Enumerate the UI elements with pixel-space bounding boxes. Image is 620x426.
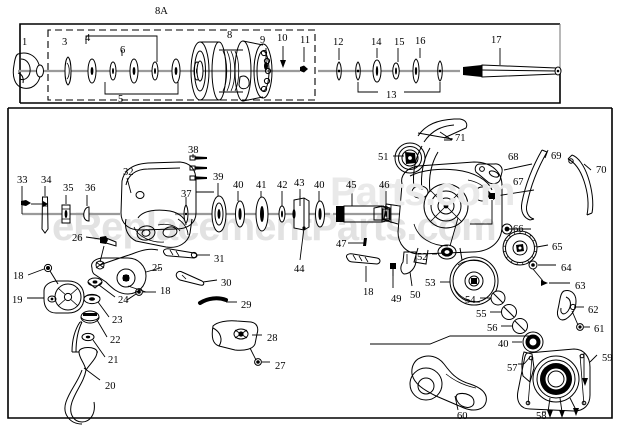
callout-40[interactable]: 40 (498, 339, 509, 350)
callout-20[interactable]: 20 (105, 381, 116, 392)
callout-36[interactable]: 36 (85, 183, 96, 194)
callout-14[interactable]: 14 (371, 37, 382, 48)
callout-69[interactable]: 69 (551, 151, 562, 162)
callout-39[interactable]: 39 (213, 172, 224, 183)
callout-13[interactable]: 13 (386, 90, 397, 101)
callout-67[interactable]: 67 (513, 177, 524, 188)
callout-10[interactable]: 10 (277, 33, 288, 44)
watermark-text: eReplacementParts.com (52, 205, 497, 249)
callout-4[interactable]: 4 (85, 33, 91, 44)
callout-42[interactable]: 42 (277, 180, 288, 191)
callout-21[interactable]: 21 (108, 355, 119, 366)
callout-17[interactable]: 17 (491, 35, 502, 46)
callout-18[interactable]: 18 (13, 271, 24, 282)
watermark-text-2: Parts.com (330, 170, 515, 214)
callout-53[interactable]: 53 (425, 278, 436, 289)
callout-61[interactable]: 61 (594, 324, 605, 335)
callout-29[interactable]: 29 (241, 300, 252, 311)
callout-33[interactable]: 33 (17, 175, 28, 186)
callout-19[interactable]: 19 (12, 295, 23, 306)
callout-59[interactable]: 59 (602, 353, 613, 364)
callout-1[interactable]: 1 (22, 37, 28, 48)
callout-3[interactable]: 3 (62, 37, 68, 48)
callout-8[interactable]: 8 (227, 30, 233, 41)
callout-38[interactable]: 38 (188, 145, 199, 156)
callout-37[interactable]: 37 (181, 189, 192, 200)
callout-6[interactable]: 6 (120, 45, 126, 56)
callout-18[interactable]: 18 (363, 287, 374, 298)
callout-66[interactable]: 66 (513, 224, 524, 235)
callout-31[interactable]: 31 (214, 254, 225, 265)
callout-50[interactable]: 50 (410, 290, 421, 301)
callout-60[interactable]: 60 (457, 411, 468, 422)
callout-32[interactable]: 32 (123, 167, 134, 178)
callout-45[interactable]: 45 (346, 180, 357, 191)
callout-64[interactable]: 64 (561, 263, 572, 274)
callout-16[interactable]: 16 (415, 36, 426, 47)
callout-28[interactable]: 28 (267, 333, 278, 344)
callout-65[interactable]: 65 (552, 242, 563, 253)
callout-27[interactable]: 27 (275, 361, 286, 372)
callout-15[interactable]: 15 (394, 37, 405, 48)
callout-12[interactable]: 12 (333, 37, 344, 48)
callout-24[interactable]: 24 (118, 295, 129, 306)
callout-63[interactable]: 63 (575, 281, 586, 292)
callout-11[interactable]: 11 (300, 35, 311, 46)
callout-34[interactable]: 34 (41, 175, 52, 186)
callout-41[interactable]: 41 (256, 180, 267, 191)
callout-55[interactable]: 55 (476, 309, 487, 320)
callout-30[interactable]: 30 (221, 278, 232, 289)
callout-51[interactable]: 51 (378, 152, 389, 163)
callout-25[interactable]: 25 (152, 263, 163, 274)
callout-40[interactable]: 40 (233, 180, 244, 191)
callout-56[interactable]: 56 (487, 323, 498, 334)
callout-68[interactable]: 68 (508, 152, 519, 163)
callout-23[interactable]: 23 (112, 315, 123, 326)
callout-18[interactable]: 18 (160, 286, 171, 297)
callout-70[interactable]: 70 (596, 165, 607, 176)
callout-35[interactable]: 35 (63, 183, 74, 194)
callout-9[interactable]: 9 (260, 35, 266, 46)
callout-71[interactable]: 71 (455, 133, 466, 144)
callout-5[interactable]: 5 (118, 94, 124, 105)
callout-49[interactable]: 49 (391, 294, 402, 305)
callout-52[interactable]: 52 (417, 252, 428, 263)
callout-47[interactable]: 47 (336, 239, 347, 250)
callout-57[interactable]: 57 (507, 363, 518, 374)
callout-40[interactable]: 40 (314, 180, 325, 191)
callout-58[interactable]: 58 (536, 411, 547, 422)
callout-54[interactable]: 54 (465, 295, 476, 306)
callout-8A[interactable]: 8A (155, 6, 168, 17)
callout-46[interactable]: 46 (379, 180, 390, 191)
callout-44[interactable]: 44 (294, 264, 305, 275)
callout-43[interactable]: 43 (294, 178, 305, 189)
callout-22[interactable]: 22 (110, 335, 121, 346)
callout-62[interactable]: 62 (588, 305, 599, 316)
callout-26[interactable]: 26 (72, 233, 83, 244)
